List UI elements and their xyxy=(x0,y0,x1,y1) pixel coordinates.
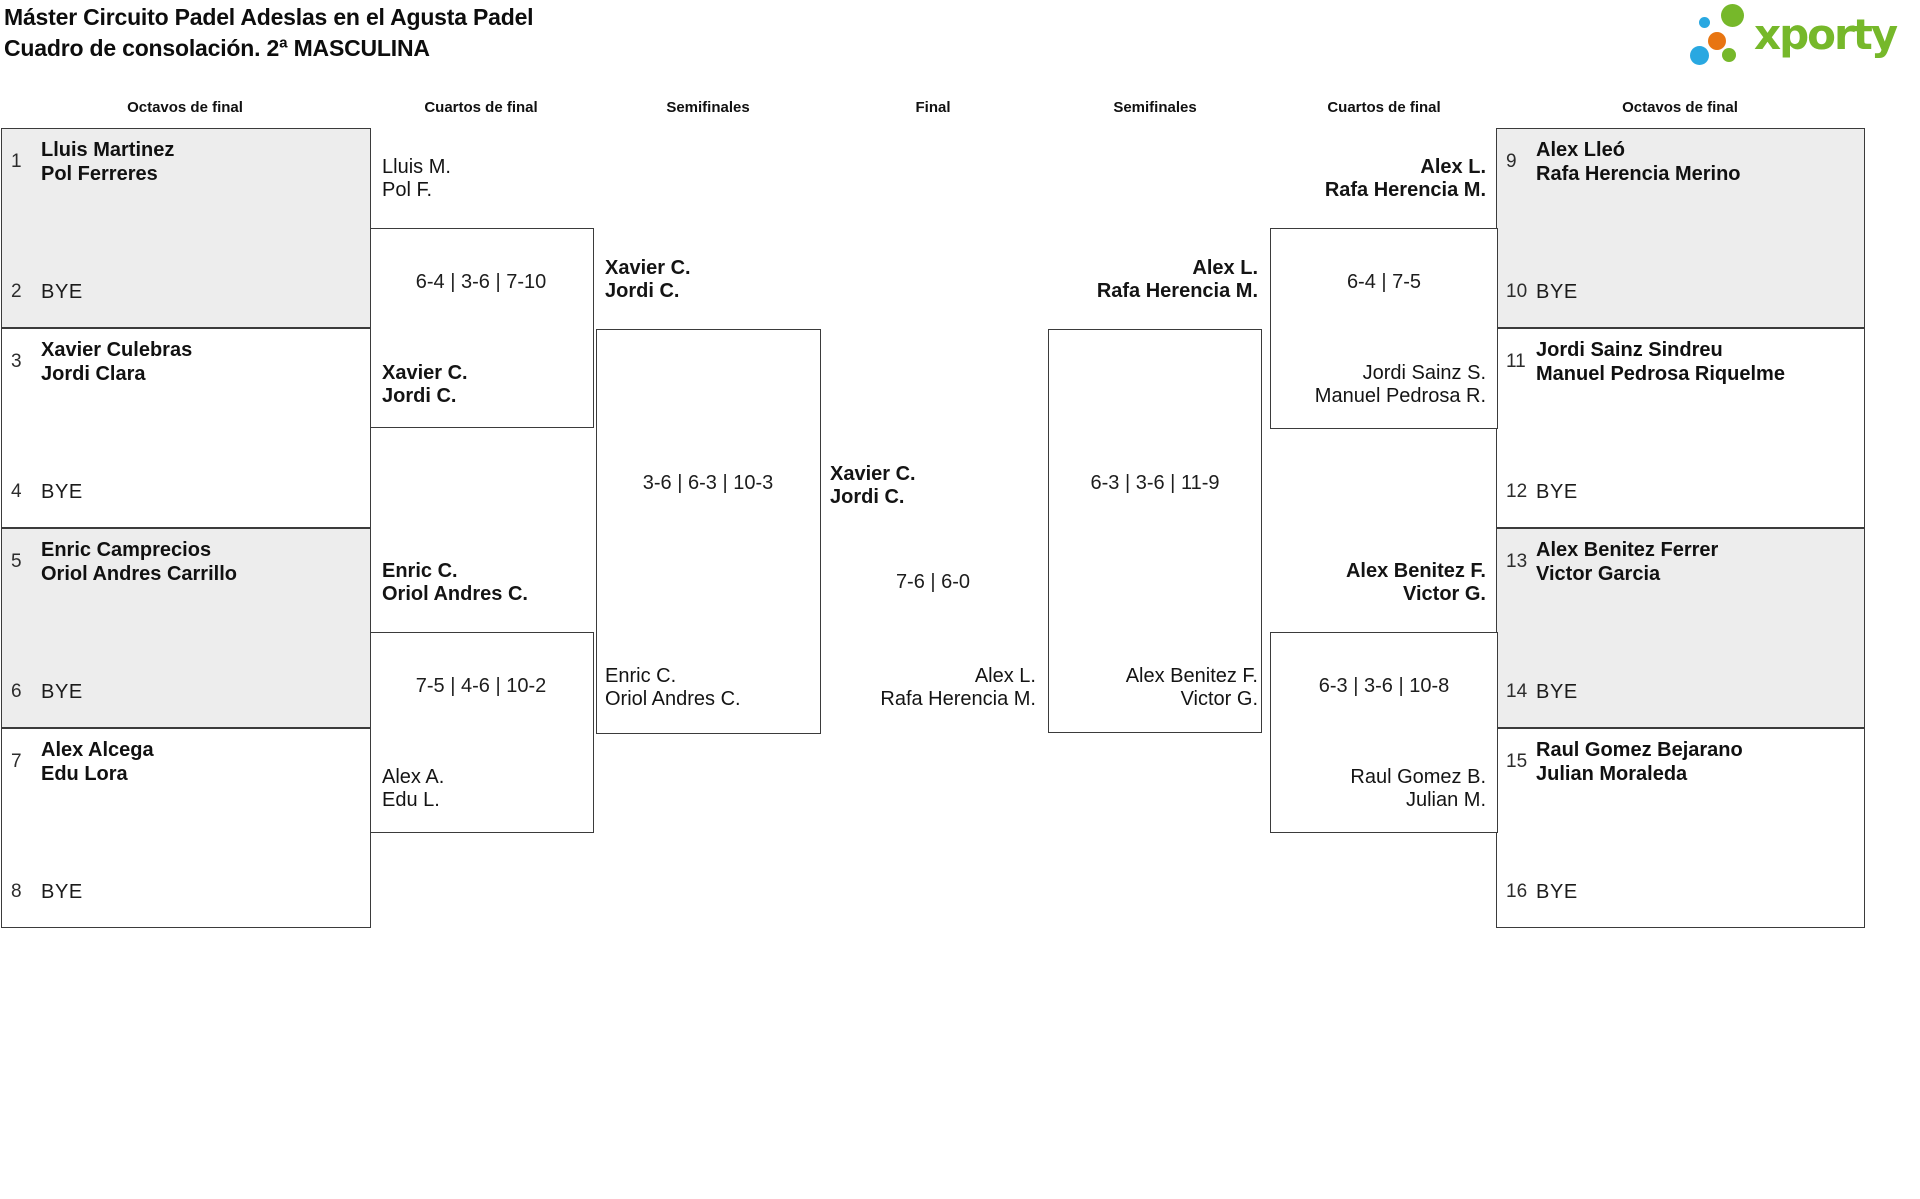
page-subtitle: Cuadro de consolación. 2ª MASCULINA xyxy=(4,35,430,61)
team-name: Alex Lleó Rafa Herencia Merino xyxy=(1536,139,1741,185)
page-title: Máster Circuito Padel Adeslas en el Agus… xyxy=(4,4,534,30)
logo-dot-orange xyxy=(1708,32,1726,50)
qf-right-match-1-box xyxy=(1270,228,1498,429)
team-slot: 11 Jordi Sainz Sindreu Manuel Pedrosa Ri… xyxy=(1506,338,1858,386)
final-winner: Xavier C. Jordi C. xyxy=(830,463,916,508)
qf-left-1-entrant-top: Lluis M. Pol F. xyxy=(382,156,451,201)
qf-left-1-entrant-bottom: Xavier C. Jordi C. xyxy=(382,362,468,407)
team-slot: 4 BYE xyxy=(11,480,364,504)
team-slot: 1 Lluis Martinez Pol Ferreres xyxy=(11,138,364,186)
qf-right-2-entrant-top: Alex Benitez F. Victor G. xyxy=(1345,560,1486,605)
team-name: BYE xyxy=(1536,281,1578,303)
qf-left-match-2-box xyxy=(370,632,594,833)
final-runner-up: Alex L. Rafa Herencia M. xyxy=(880,665,1036,710)
seed-number: 9 xyxy=(1506,151,1517,172)
logo-wordmark: xporty xyxy=(1754,10,1898,59)
qf-left-1-score: 6-4 | 3-6 | 7-10 xyxy=(415,271,547,293)
team-slot: 3 Xavier Culebras Jordi Clara xyxy=(11,338,364,386)
seed-number: 3 xyxy=(11,351,22,372)
team-slot: 13 Alex Benitez Ferrer Victor Garcia xyxy=(1506,538,1858,586)
qf-right-2-score: 6-3 | 3-6 | 10-8 xyxy=(1318,675,1450,697)
qf-right-1-score: 6-4 | 7-5 xyxy=(1346,271,1422,293)
team-name: Alex Alcega Edu Lora xyxy=(41,739,154,785)
team-name: BYE xyxy=(41,281,83,303)
r16-right-match-1: 9 Alex Lleó Rafa Herencia Merino 10 BYE xyxy=(1496,128,1865,328)
seed-number: 7 xyxy=(11,751,22,772)
team-name: BYE xyxy=(1536,681,1578,703)
team-slot: 14 BYE xyxy=(1506,680,1858,704)
seed-number: 13 xyxy=(1506,551,1528,572)
logo-dot-blue-large xyxy=(1690,46,1709,65)
sf-right-entrant-top: Alex L. Rafa Herencia M. xyxy=(1096,257,1258,302)
team-name: Jordi Sainz Sindreu Manuel Pedrosa Rique… xyxy=(1536,339,1785,385)
qf-left-2-entrant-bottom: Alex A. Edu L. xyxy=(382,766,445,811)
r16-right-match-4: 15 Raul Gomez Bejarano Julian Moraleda 1… xyxy=(1496,728,1865,928)
xporty-logo[interactable]: xporty xyxy=(1690,4,1915,70)
round-header-left-r16: Octavos de final xyxy=(127,99,243,116)
qf-right-1-entrant-bottom: Jordi Sainz S. Manuel Pedrosa R. xyxy=(1314,362,1486,407)
logo-dot-blue-small xyxy=(1699,17,1710,28)
team-name: Alex Benitez Ferrer Victor Garcia xyxy=(1536,539,1719,585)
seed-number: 5 xyxy=(11,551,22,572)
team-slot: 16 BYE xyxy=(1506,880,1858,904)
r16-left-match-3: 5 Enric Camprecios Oriol Andres Carrillo… xyxy=(1,528,371,728)
r16-left-match-2: 3 Xavier Culebras Jordi Clara 4 BYE xyxy=(1,328,371,528)
team-slot: 2 BYE xyxy=(11,280,364,304)
sf-left-entrant-bottom: Enric C. Oriol Andres C. xyxy=(605,665,741,710)
round-header-right-qf: Cuartos de final xyxy=(1327,99,1441,116)
qf-right-match-2-box xyxy=(1270,632,1498,833)
team-name: Enric Camprecios Oriol Andres Carrillo xyxy=(41,539,237,585)
team-slot: 6 BYE xyxy=(11,680,364,704)
team-name: BYE xyxy=(41,681,83,703)
seed-number: 8 xyxy=(11,881,22,902)
qf-left-2-entrant-top: Enric C. Oriol Andres C. xyxy=(382,560,528,605)
qf-right-1-entrant-top: Alex L. Rafa Herencia M. xyxy=(1324,156,1486,201)
sf-right-entrant-bottom: Alex Benitez F. Victor G. xyxy=(1125,665,1258,710)
team-name: Lluis Martinez Pol Ferreres xyxy=(41,139,175,185)
team-slot: 15 Raul Gomez Bejarano Julian Moraleda xyxy=(1506,738,1858,786)
team-name: BYE xyxy=(41,881,83,903)
seed-number: 6 xyxy=(11,681,22,702)
seed-number: 15 xyxy=(1506,751,1528,772)
sf-left-box xyxy=(596,329,821,734)
r16-left-match-1: 1 Lluis Martinez Pol Ferreres 2 BYE xyxy=(1,128,371,328)
sf-left-entrant-top: Xavier C. Jordi C. xyxy=(605,257,691,302)
r16-left-match-4: 7 Alex Alcega Edu Lora 8 BYE xyxy=(1,728,371,928)
team-slot: 7 Alex Alcega Edu Lora xyxy=(11,738,364,786)
round-header-right-sf: Semifinales xyxy=(1113,99,1197,116)
seed-number: 1 xyxy=(11,151,22,172)
team-name: BYE xyxy=(1536,881,1578,903)
logo-dot-green-small xyxy=(1722,48,1736,62)
team-slot: 12 BYE xyxy=(1506,480,1858,504)
team-slot: 10 BYE xyxy=(1506,280,1858,304)
seed-number: 11 xyxy=(1506,351,1526,372)
round-header-right-r16: Octavos de final xyxy=(1622,99,1738,116)
round-header-left-sf: Semifinales xyxy=(666,99,750,116)
team-slot: 8 BYE xyxy=(11,880,364,904)
seed-number: 4 xyxy=(11,481,22,502)
qf-right-2-entrant-bottom: Raul Gomez B. Julian M. xyxy=(1350,766,1486,811)
team-name: Raul Gomez Bejarano Julian Moraleda xyxy=(1536,739,1743,785)
seed-number: 16 xyxy=(1506,881,1528,902)
team-name: BYE xyxy=(41,481,83,503)
team-name: Xavier Culebras Jordi Clara xyxy=(41,339,193,385)
sf-left-score: 3-6 | 6-3 | 10-3 xyxy=(642,472,774,494)
seed-number: 12 xyxy=(1506,481,1528,502)
sf-right-score: 6-3 | 3-6 | 11-9 xyxy=(1090,472,1220,494)
team-name: BYE xyxy=(1536,481,1578,503)
qf-left-match-1-box xyxy=(370,228,594,428)
logo-dot-green-large xyxy=(1721,4,1744,27)
seed-number: 14 xyxy=(1506,681,1528,702)
team-slot: 5 Enric Camprecios Oriol Andres Carrillo xyxy=(11,538,364,586)
final-score: 7-6 | 6-0 xyxy=(895,571,971,593)
r16-right-match-3: 13 Alex Benitez Ferrer Victor Garcia 14 … xyxy=(1496,528,1865,728)
round-header-final: Final xyxy=(915,99,951,116)
qf-left-2-score: 7-5 | 4-6 | 10-2 xyxy=(415,675,547,697)
r16-right-match-2: 11 Jordi Sainz Sindreu Manuel Pedrosa Ri… xyxy=(1496,328,1865,528)
sf-right-box xyxy=(1048,329,1262,733)
seed-number: 10 xyxy=(1506,281,1528,302)
team-slot: 9 Alex Lleó Rafa Herencia Merino xyxy=(1506,138,1858,186)
round-header-left-qf: Cuartos de final xyxy=(424,99,538,116)
seed-number: 2 xyxy=(11,281,22,302)
